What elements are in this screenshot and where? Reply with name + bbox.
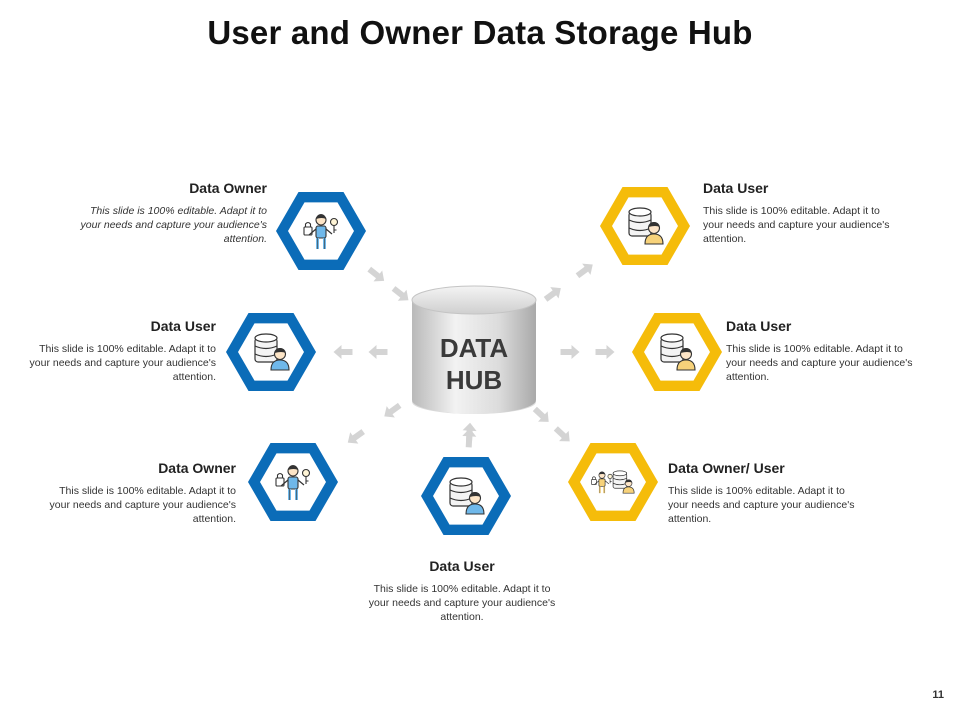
hexagon-node-6 bbox=[632, 313, 722, 391]
hub-label-line1: DATA bbox=[439, 333, 509, 363]
page-number: 11 bbox=[932, 689, 944, 701]
hexagon-node-1 bbox=[276, 192, 366, 270]
node-description: This slide is 100% editable. Adapt it to… bbox=[49, 485, 236, 525]
node-label-data-user-left: Data User This slide is 100% editable. A… bbox=[16, 318, 216, 384]
flow-arrow bbox=[343, 425, 368, 449]
hexagon-node-3 bbox=[248, 443, 338, 521]
hub-label: DATA HUB bbox=[412, 332, 536, 396]
node-label-data-user-top-right: Data User This slide is 100% editable. A… bbox=[703, 180, 903, 246]
node-label-data-owner-user: Data Owner/ User This slide is 100% edit… bbox=[668, 460, 868, 526]
node-description: This slide is 100% editable. Adapt it to… bbox=[80, 205, 267, 245]
page-title: User and Owner Data Storage Hub bbox=[207, 14, 753, 51]
flow-arrow bbox=[560, 345, 580, 359]
node-title: Data User bbox=[726, 318, 792, 334]
node-label-data-owner-bottom: Data Owner This slide is 100% editable. … bbox=[36, 460, 236, 526]
node-title: Data User bbox=[703, 180, 769, 196]
hexagon-node-7 bbox=[568, 443, 658, 521]
flow-arrow bbox=[530, 403, 554, 428]
node-title: Data Owner bbox=[158, 460, 236, 476]
flow-arrow bbox=[333, 345, 353, 359]
hexagon-node-4 bbox=[421, 457, 511, 535]
node-label-data-owner-top: Data Owner This slide is 100% editable. … bbox=[67, 180, 267, 246]
hexagon-node-2 bbox=[226, 313, 316, 391]
node-title: Data Owner/ User bbox=[668, 460, 785, 476]
hub-label-line2: HUB bbox=[445, 365, 503, 395]
flow-arrow bbox=[551, 423, 575, 447]
node-title: Data User bbox=[150, 318, 216, 334]
node-description: This slide is 100% editable. Adapt it to… bbox=[368, 583, 556, 623]
flow-arrow bbox=[364, 263, 389, 287]
node-title: Data User bbox=[429, 558, 495, 574]
hexagon-nodes bbox=[226, 187, 722, 535]
flow-arrow bbox=[595, 345, 615, 359]
node-description: This slide is 100% editable. Adapt it to… bbox=[668, 485, 855, 525]
flow-arrow bbox=[573, 258, 597, 282]
flow-arrow bbox=[380, 399, 404, 423]
data-hub-cylinder bbox=[411, 285, 537, 414]
node-title: Data Owner bbox=[189, 180, 267, 196]
node-description: This slide is 100% editable. Adapt it to… bbox=[703, 205, 890, 245]
flow-arrow bbox=[389, 282, 413, 306]
flow-arrow bbox=[541, 282, 566, 305]
node-label-data-user-right: Data User This slide is 100% editable. A… bbox=[726, 318, 926, 384]
node-description: This slide is 100% editable. Adapt it to… bbox=[726, 343, 913, 383]
hexagon-node-5 bbox=[600, 187, 690, 265]
node-description: This slide is 100% editable. Adapt it to… bbox=[29, 343, 216, 383]
node-label-data-user-bottom: Data User This slide is 100% editable. A… bbox=[362, 558, 562, 624]
flow-arrow bbox=[368, 345, 388, 359]
